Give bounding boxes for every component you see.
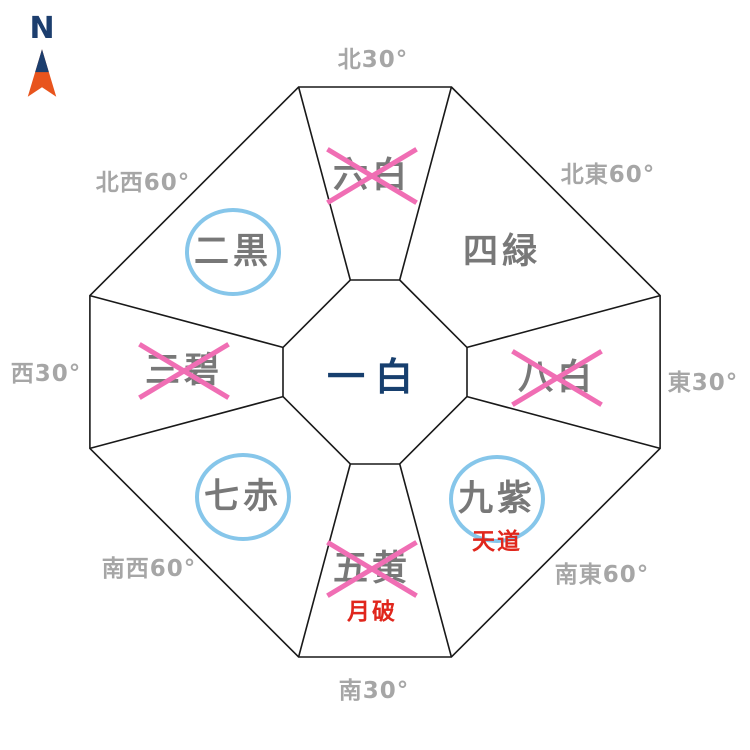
center-star: 一白	[327, 355, 423, 399]
direction-label-east: 東30°	[667, 370, 739, 396]
star-label-northeast: 四緑	[462, 232, 542, 272]
sector-southwest: 七赤	[194, 453, 291, 541]
compass-arrow-icon	[27, 49, 57, 97]
sector-northeast: 四緑	[463, 230, 541, 274]
direction-label-southeast: 南東60°	[554, 562, 650, 588]
cross-out-icon	[507, 347, 607, 409]
direction-label-northwest: 北西60°	[95, 170, 191, 196]
sector-south: 五黄 月破	[326, 540, 418, 624]
sector-north: 六白	[326, 147, 418, 205]
sector-southeast: 九紫 天道	[448, 455, 545, 554]
auspicious-circle-icon	[448, 455, 545, 543]
direction-label-west: 西30°	[10, 361, 82, 387]
star-label-center: 一白	[326, 355, 424, 399]
direction-label-southwest: 南西60°	[101, 556, 197, 582]
sector-east: 八白	[511, 349, 603, 407]
direction-label-northeast: 北東60°	[560, 162, 656, 188]
sector-divider-lines	[89, 86, 661, 658]
auspicious-circle-icon	[184, 208, 281, 296]
compass-n-label: N	[29, 11, 55, 46]
compass-north-indicator: N	[20, 12, 64, 100]
sector-annotation: 月破	[346, 599, 397, 625]
sector-west: 三碧	[138, 342, 230, 400]
cross-out-icon	[322, 145, 422, 207]
sector-annotation: 天道	[471, 529, 522, 555]
auspicious-circle-icon	[194, 453, 291, 541]
cross-out-icon	[134, 340, 234, 402]
cross-out-icon	[322, 538, 422, 600]
direction-label-north: 北30°	[337, 47, 409, 73]
direction-label-south: 南30°	[338, 678, 410, 704]
sector-northwest: 二黒	[184, 208, 281, 296]
